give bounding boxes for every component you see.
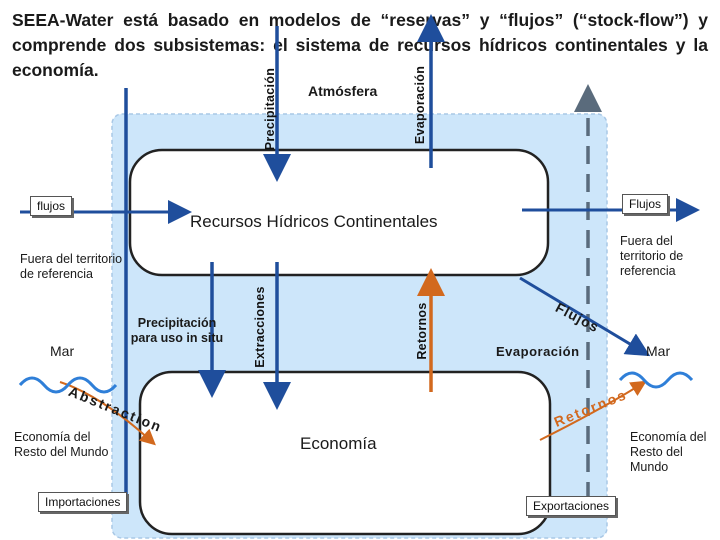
sea-right-label: Mar [646,343,671,359]
extractions-label: Extracciones [253,286,267,368]
economy-title: Economía [300,434,377,453]
water-resources-title: Recursos Hídricos Continentales [190,212,438,231]
sea-wave-left [18,376,118,394]
evaporation-mid-label: Evaporación [496,344,580,359]
rest-of-world-left: Economía del Resto del Mundo [14,430,109,459]
precipitation-label: Precipitación [263,67,277,151]
atmosphere-label: Atmósfera [308,83,378,99]
evaporation-top-label: Evaporación [413,65,427,145]
rest-of-world-right: Economía del Resto del Mundo [630,430,707,474]
returns-vertical-label: Retornos [415,302,429,360]
flujos-left-label: flujos [30,196,73,216]
slide-title: SEEA-Water está basado en modelos de “re… [12,10,708,80]
outside-territory-right: Fuera del territorio de referencia [620,234,684,278]
sea-wave-right [618,371,694,389]
returns-curve [539,380,647,441]
economy-box [138,370,552,536]
flujos-right-label: Flujos [622,194,669,214]
flujos-diagonal-arrow [519,276,651,357]
exports-label: Exportaciones [526,496,617,516]
sea-left-label: Mar [50,343,75,359]
imports-label: Importaciones [38,492,128,512]
outside-territory-left: Fuera del territorio de referencia [20,252,123,281]
precip-in-situ-label: Precipitación para uso in situ [130,316,224,345]
